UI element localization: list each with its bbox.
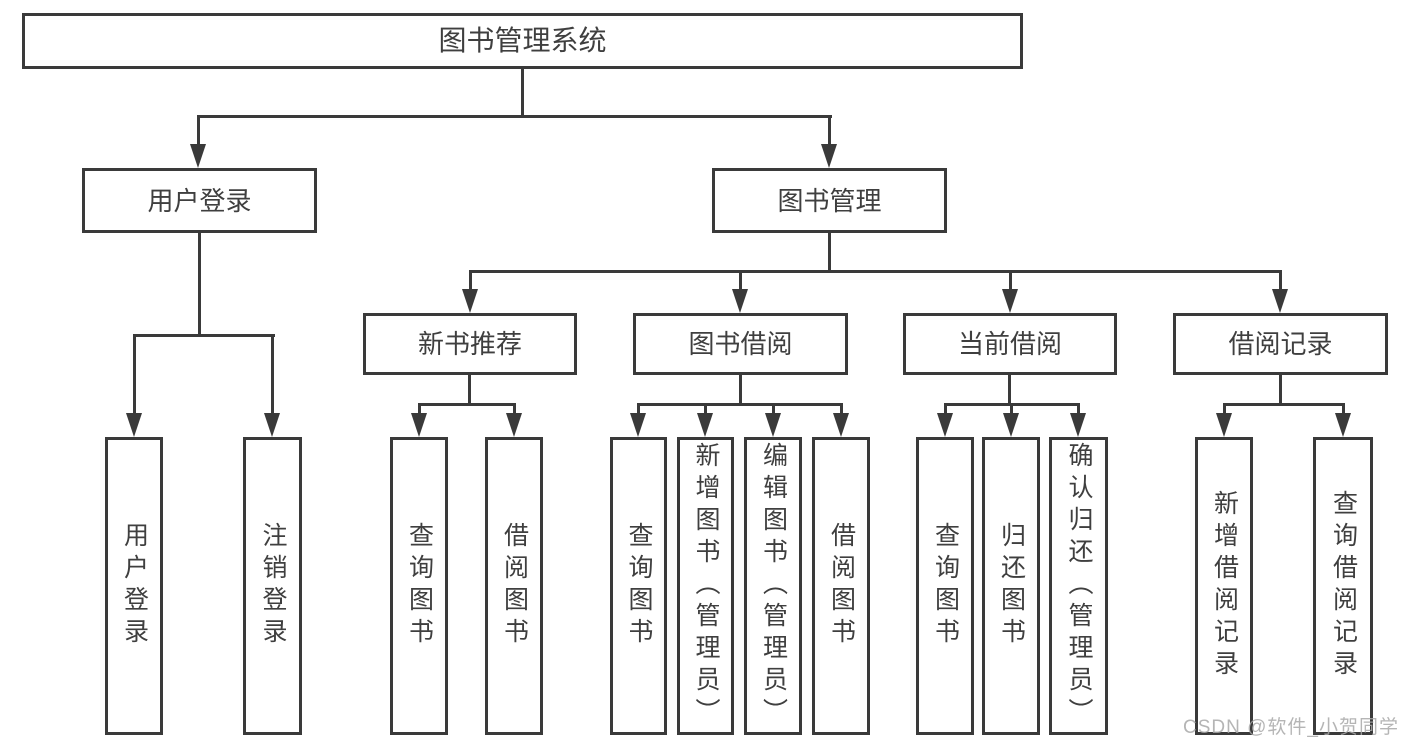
node-add-books-admin-label: 新增图书（管理员） <box>692 442 720 730</box>
node-add-books-admin: 新增图书（管理员） <box>677 437 734 735</box>
arrow-down-icon <box>732 289 748 313</box>
node-user-login-leaf-label: 用户登录 <box>120 522 149 650</box>
node-system-root: 图书管理系统 <box>22 13 1023 69</box>
node-logout-leaf: 注销登录 <box>243 437 302 735</box>
connector-leaf <box>704 403 707 415</box>
arrow-down-icon <box>937 413 953 437</box>
node-current-borrow: 当前借阅 <box>903 313 1117 375</box>
arrow-down-icon <box>833 413 849 437</box>
arrow-down-icon <box>264 413 280 437</box>
arrow-down-icon <box>1003 413 1019 437</box>
node-borrow-query-books-label: 查询图书 <box>625 522 653 650</box>
node-book-borrow: 图书借阅 <box>633 313 848 375</box>
node-logout-leaf-label: 注销登录 <box>259 522 287 650</box>
connector-book-management-stem <box>828 233 831 273</box>
node-confirm-return-admin: 确认归还（管理员） <box>1049 437 1108 735</box>
connector-root-stem <box>521 69 524 117</box>
connector-book-borrow-branch <box>637 403 843 406</box>
connector-leaf <box>1342 403 1345 415</box>
connector-recommend-stem <box>468 375 471 406</box>
node-return-books-label: 归还图书 <box>997 522 1026 650</box>
node-book-management: 图书管理 <box>712 168 947 233</box>
node-new-book-recommend-label: 新书推荐 <box>417 329 522 359</box>
arrow-down-icon <box>630 413 646 437</box>
node-borrow-borrow-books: 借阅图书 <box>812 437 870 735</box>
node-borrow-records: 借阅记录 <box>1173 313 1388 375</box>
arrow-down-icon <box>697 413 713 437</box>
node-current-query-books-label: 查询图书 <box>931 522 960 650</box>
node-user-login-label: 用户登录 <box>147 185 252 216</box>
node-edit-books-admin: 编辑图书（管理员） <box>744 437 802 735</box>
node-recommend-query-books: 查询图书 <box>390 437 448 735</box>
node-recommend-borrow-books: 借阅图书 <box>485 437 543 735</box>
connector-book-management-branch <box>469 270 1282 273</box>
node-borrow-records-label: 借阅记录 <box>1228 329 1333 359</box>
node-book-borrow-label: 图书借阅 <box>688 329 793 359</box>
connector-to-logout-leaf <box>271 334 274 416</box>
node-user-login-leaf: 用户登录 <box>105 437 163 735</box>
node-add-borrow-record-label: 新增借阅记录 <box>1210 490 1239 682</box>
node-system-root-label: 图书管理系统 <box>438 25 607 56</box>
connector-leaf <box>1223 403 1226 415</box>
node-confirm-return-admin-label: 确认归还（管理员） <box>1065 442 1093 730</box>
connector-leaf <box>513 403 516 415</box>
connector-to-current-borrow <box>1009 270 1012 292</box>
watermark: CSDN @软件_小贺同学 <box>1183 717 1399 738</box>
arrow-down-icon <box>1216 413 1232 437</box>
connector-leaf <box>944 403 947 415</box>
node-query-borrow-record-label: 查询借阅记录 <box>1329 490 1358 682</box>
node-query-borrow-record: 查询借阅记录 <box>1313 437 1373 735</box>
node-new-book-recommend: 新书推荐 <box>363 313 577 375</box>
node-edit-books-admin-label: 编辑图书（管理员） <box>759 442 788 730</box>
node-recommend-query-books-label: 查询图书 <box>405 522 434 650</box>
connector-borrow-records-branch <box>1223 403 1344 406</box>
arrow-down-icon <box>462 289 478 313</box>
arrow-down-icon <box>1002 289 1018 313</box>
connector-borrow-records-stem <box>1279 375 1282 406</box>
node-add-borrow-record: 新增借阅记录 <box>1195 437 1253 735</box>
arrow-down-icon <box>190 144 206 168</box>
connector-leaf <box>418 403 421 415</box>
arrow-down-icon <box>506 413 522 437</box>
node-borrow-query-books: 查询图书 <box>610 437 667 735</box>
connector-current-borrow-stem <box>1008 375 1011 406</box>
arrow-down-icon <box>821 144 837 168</box>
arrow-down-icon <box>1335 413 1351 437</box>
connector-leaf <box>772 403 775 415</box>
node-user-login: 用户登录 <box>82 168 317 233</box>
arrow-down-icon <box>765 413 781 437</box>
arrow-down-icon <box>411 413 427 437</box>
arrow-down-icon <box>1070 413 1086 437</box>
node-current-borrow-label: 当前借阅 <box>957 329 1062 359</box>
connector-to-new-book-recommend <box>469 270 472 292</box>
connector-leaf <box>637 403 640 415</box>
node-return-books: 归还图书 <box>982 437 1040 735</box>
node-recommend-borrow-books-label: 借阅图书 <box>500 522 529 650</box>
connector-to-book-borrow <box>739 270 742 292</box>
arrow-down-icon <box>1272 289 1288 313</box>
connector-to-user-login-leaf <box>133 334 136 416</box>
arrow-down-icon <box>126 413 142 437</box>
connector-leaf <box>1077 403 1080 415</box>
connector-recommend-branch <box>418 403 516 406</box>
node-current-query-books: 查询图书 <box>916 437 974 735</box>
connector-to-book-management <box>828 115 831 147</box>
connector-user-login-branch <box>133 334 275 337</box>
connector-user-login-stem <box>198 233 201 336</box>
connector-to-borrow-records <box>1279 270 1282 292</box>
node-borrow-borrow-books-label: 借阅图书 <box>827 522 856 650</box>
connector-root-branch <box>197 115 832 118</box>
node-book-management-label: 图书管理 <box>777 185 882 216</box>
connector-leaf <box>840 403 843 415</box>
connector-book-borrow-stem <box>739 375 742 406</box>
connector-to-user-login <box>197 115 200 147</box>
connector-leaf <box>1010 403 1013 415</box>
